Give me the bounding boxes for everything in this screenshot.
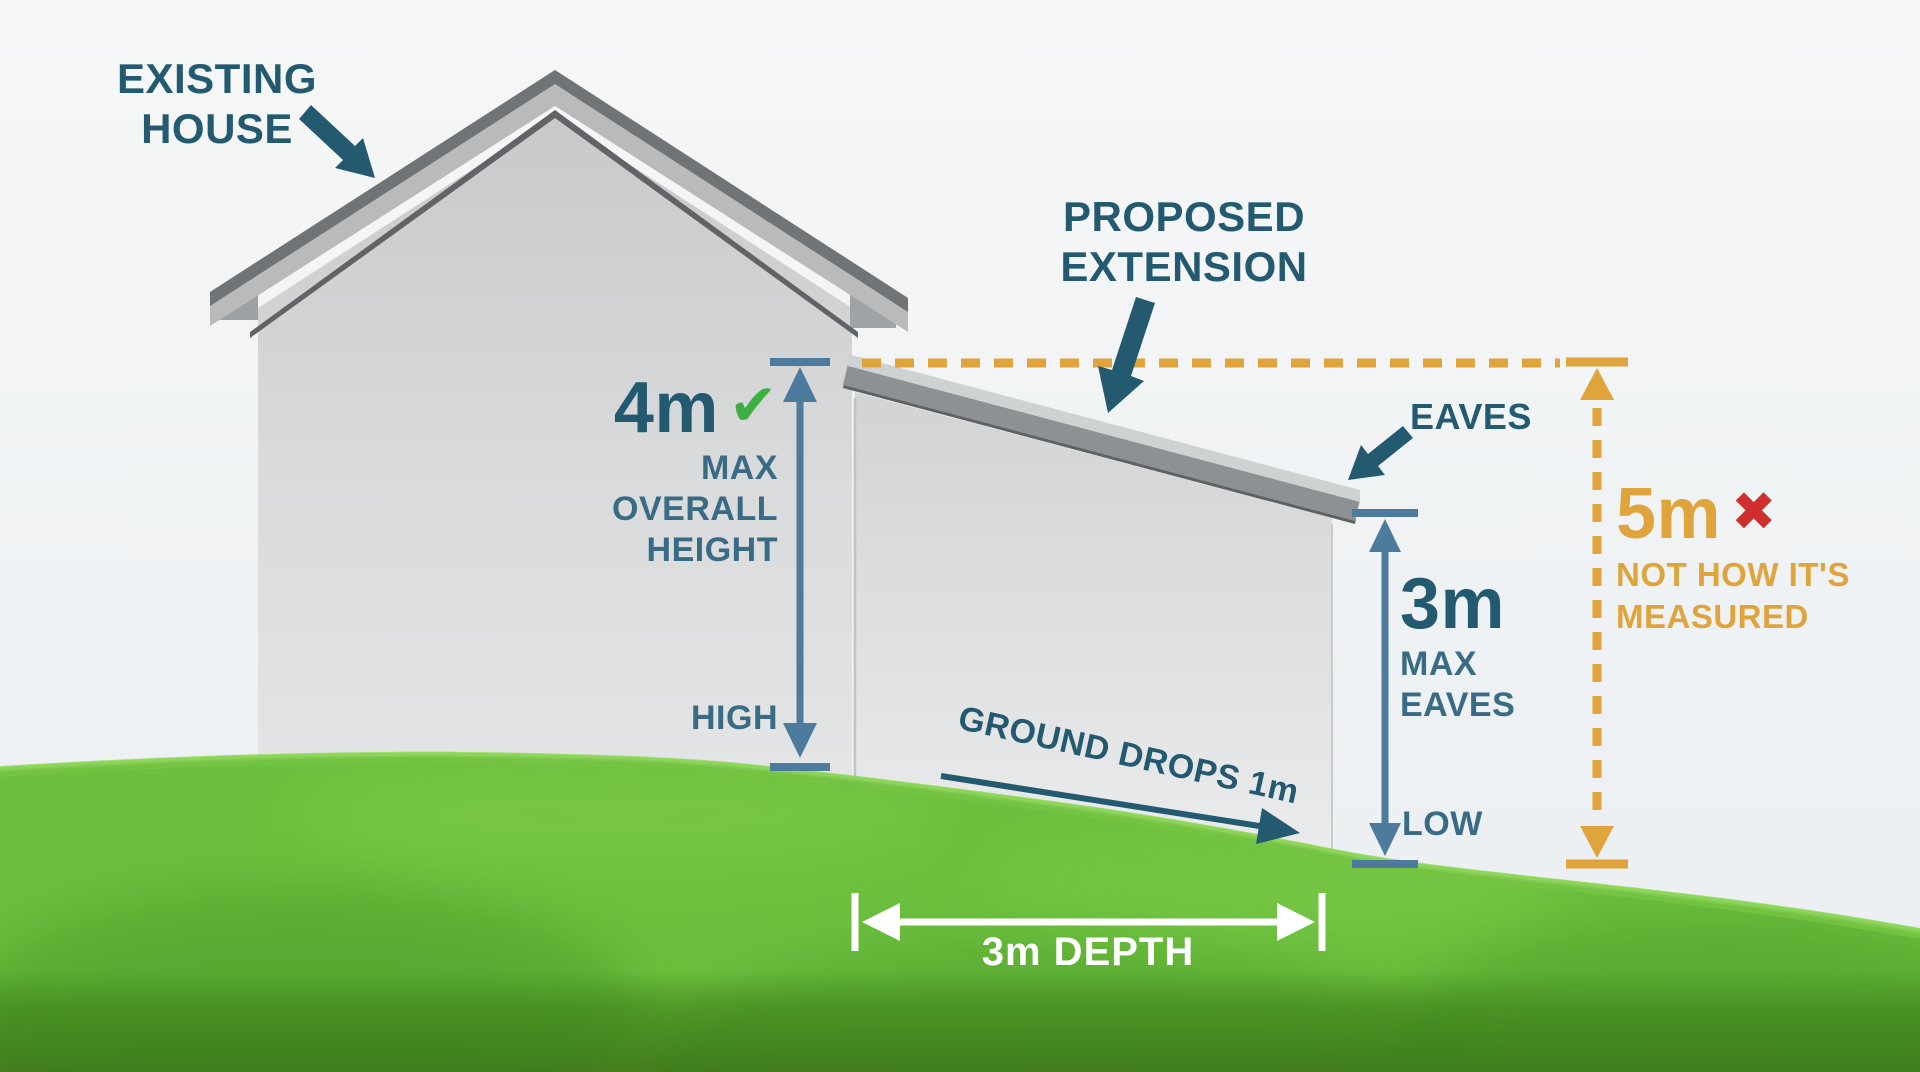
overall-height-caption-line2: OVERALL: [612, 490, 778, 528]
overall-height-arrow: [770, 358, 830, 771]
high-side-label: HIGH: [691, 699, 778, 737]
wrong-measure-arrow: [1566, 357, 1628, 869]
not-measured-caption: NOT HOW IT'S MEASURED: [1616, 554, 1850, 638]
overall-height-value: 4m: [613, 368, 719, 448]
overall-height-value-row: 4m✔: [430, 368, 778, 446]
not-measured-annotation: 5m✖ NOT HOW IT'S MEASURED: [1616, 474, 1850, 638]
grass: [0, 751, 1920, 1072]
ground-drop-shaft: [940, 773, 1273, 831]
proposed-extension-label-line2: EXTENSION: [1060, 243, 1308, 290]
overall-height-down-arrowhead: [783, 723, 817, 758]
existing-house-label-line2: HOUSE: [141, 105, 293, 152]
existing-house-label-line1: EXISTING: [116, 55, 318, 102]
cross-icon: ✖: [1731, 482, 1777, 542]
proposed-extension-structure: [843, 354, 1360, 885]
ground-drop-arrow: [940, 773, 1300, 844]
max-eaves-value: 3m: [1400, 564, 1506, 644]
wrong-measure-up-arrowhead: [1580, 368, 1614, 400]
grass-blade-fringe: [0, 751, 1920, 932]
not-measured-value: 5m: [1616, 474, 1722, 554]
extension-wall: [855, 392, 1332, 885]
proposed-extension-pointer-arrow: [1098, 297, 1155, 413]
overall-height-annotation: 4m✔ MAX OVERALL HEIGHT: [430, 368, 778, 571]
overall-height-caption: MAX OVERALL HEIGHT: [430, 448, 778, 571]
existing-house-pointer-arrow: [299, 105, 375, 178]
low-side-label: LOW: [1402, 805, 1483, 843]
proposed-extension-label: PROPOSED EXTENSION: [962, 192, 1406, 292]
eaves-height-arrow: [1352, 509, 1418, 868]
depth-label: 3m DEPTH: [981, 930, 1195, 974]
ground-drop-arrowhead: [1256, 808, 1300, 844]
not-measured-caption-line2: MEASURED: [1616, 598, 1809, 635]
max-eaves-caption: MAX EAVES: [1400, 644, 1515, 726]
max-eaves-annotation: 3m MAX EAVES: [1400, 566, 1515, 726]
existing-house-label: EXISTING HOUSE: [45, 54, 389, 154]
extension-roof-top: [848, 354, 1360, 502]
eaves-pointer-arrow: [1348, 426, 1413, 480]
eaves-height-up-arrowhead: [1369, 519, 1401, 552]
not-measured-caption-line1: NOT HOW IT'S: [1616, 556, 1850, 593]
grass-edge-highlight: [0, 752, 1920, 939]
existing-house: [210, 70, 908, 885]
overall-height-caption-line1: MAX: [700, 449, 778, 487]
overall-height-caption-line3: HEIGHT: [646, 531, 778, 569]
eaves-label: EAVES: [1410, 396, 1532, 437]
extension-roof-edge: [843, 364, 1360, 521]
check-icon: ✔: [728, 373, 778, 438]
max-eaves-caption-line2: EAVES: [1400, 686, 1516, 724]
depth-right-arrowhead: [1277, 903, 1315, 941]
max-eaves-caption-line1: MAX: [1400, 645, 1478, 683]
existing-house-wall: [258, 116, 852, 885]
overall-height-up-arrowhead: [783, 367, 817, 402]
wrong-measure-down-arrowhead: [1580, 826, 1614, 858]
proposed-extension-label-line1: PROPOSED: [1062, 193, 1306, 240]
eaves-height-down-arrowhead: [1369, 823, 1401, 856]
not-measured-value-row: 5m✖: [1616, 474, 1850, 552]
depth-arrow: [851, 893, 1326, 951]
depth-left-arrowhead: [862, 903, 900, 941]
